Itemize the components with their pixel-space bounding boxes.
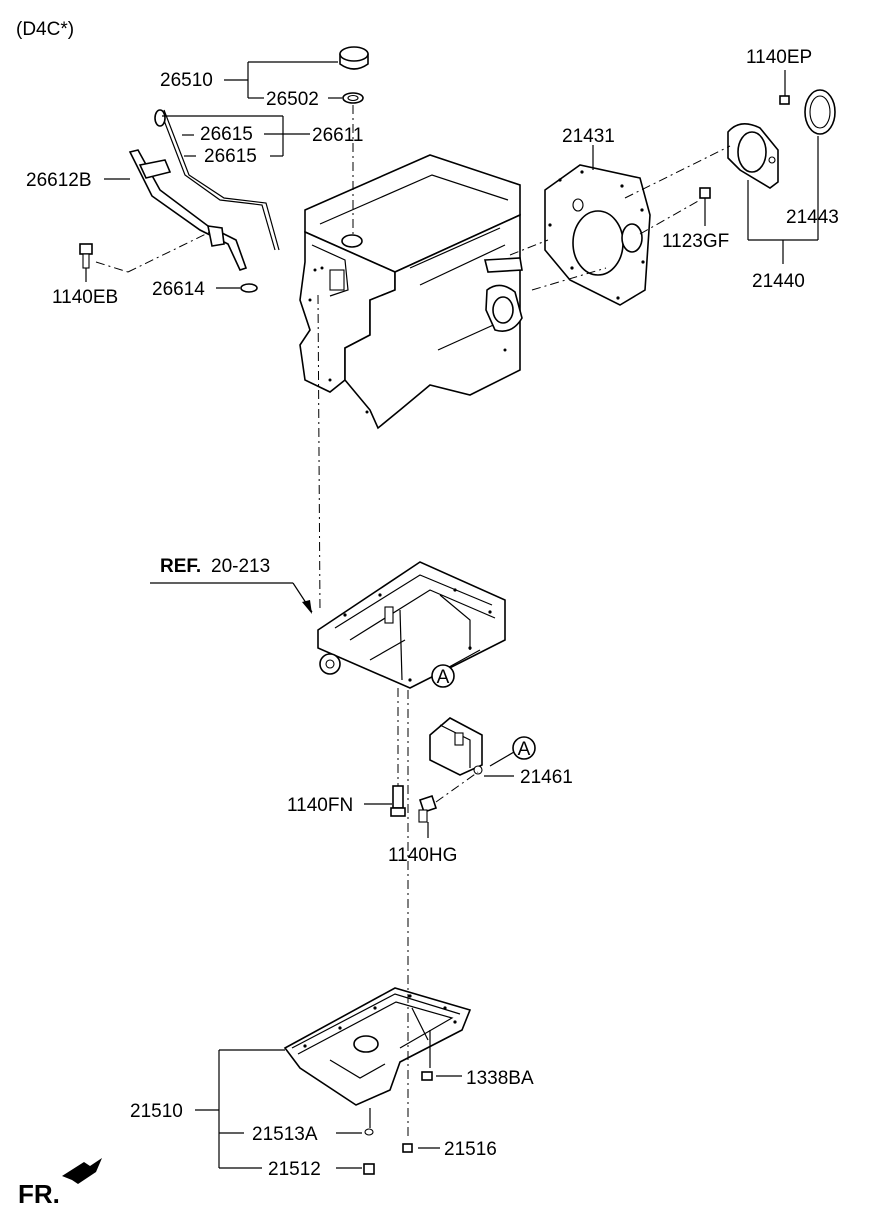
part-label-21516[interactable]: 21516 — [444, 1139, 497, 1160]
seal-case-bolt — [779, 95, 790, 105]
ref-label[interactable]: REF. 20-213 — [160, 556, 270, 577]
ladder-frame — [317, 561, 506, 689]
variant-label: (D4C*) — [16, 19, 74, 40]
part-label-21510[interactable]: 21510 — [130, 1101, 183, 1122]
guide-bolt — [79, 243, 93, 269]
part-label-26614[interactable]: 26614 — [152, 279, 205, 300]
ref-number: 20-213 — [211, 556, 270, 577]
callout-a-bracket-label: A — [518, 739, 531, 760]
part-label-1140eb[interactable]: 1140EB — [52, 287, 118, 308]
part-label-26611[interactable]: 26611 — [312, 125, 363, 146]
engine-block — [299, 154, 523, 430]
leader-lines — [85, 61, 819, 1169]
oil-seal — [804, 89, 836, 135]
oil-level-gauge-guide — [128, 149, 248, 271]
guide-o-ring — [240, 283, 258, 293]
bolt-1140hg — [418, 794, 438, 823]
drain-plug — [363, 1163, 375, 1175]
baffle-bracket — [429, 717, 483, 776]
callout-a-bracket: A — [512, 736, 536, 760]
part-label-1140hg[interactable]: 1140HG — [388, 845, 457, 866]
part-label-1140fn[interactable]: 1140FN — [287, 795, 353, 816]
part-label-26615-b[interactable]: 26615 — [204, 146, 257, 167]
front-arrow-icon — [62, 1158, 102, 1184]
pan-stud-bolt — [402, 1143, 413, 1153]
front-label: FR. — [18, 1179, 60, 1209]
part-label-26502[interactable]: 26502 — [266, 89, 319, 110]
part-label-21443[interactable]: 21443 — [786, 207, 839, 228]
front-direction-indicator: FR. — [18, 1158, 102, 1209]
ref-prefix: REF. — [160, 556, 201, 577]
oil-pan — [283, 987, 472, 1106]
callout-a-frame-label: A — [437, 667, 450, 688]
part-label-21512[interactable]: 21512 — [268, 1159, 321, 1180]
part-label-21513a[interactable]: 21513A — [252, 1124, 318, 1145]
part-label-1338ba[interactable]: 1338BA — [466, 1068, 534, 1089]
rear-plate — [544, 164, 651, 306]
oil-filler-cap — [339, 46, 369, 70]
bolt-1140fn — [390, 785, 406, 817]
part-label-1123gf[interactable]: 1123GF — [662, 231, 729, 252]
part-label-21461[interactable]: 21461 — [520, 767, 573, 788]
callout-a-frame: A — [431, 664, 455, 688]
part-label-1140ep[interactable]: 1140EP — [746, 47, 812, 68]
part-label-26615-a[interactable]: 26615 — [200, 124, 253, 145]
part-label-21431[interactable]: 21431 — [562, 126, 615, 147]
oil-level-gauge — [154, 109, 280, 251]
part-label-21440[interactable]: 21440 — [752, 271, 805, 292]
cap-gasket — [342, 92, 364, 104]
part-label-26510[interactable]: 26510 — [160, 70, 213, 91]
part-label-26612b[interactable]: 26612B — [26, 170, 92, 191]
oil-pan-bolt — [421, 1071, 433, 1081]
drain-plug-gasket — [364, 1128, 374, 1136]
oil-seal-case — [727, 123, 779, 189]
plate-bolt — [699, 187, 711, 212]
